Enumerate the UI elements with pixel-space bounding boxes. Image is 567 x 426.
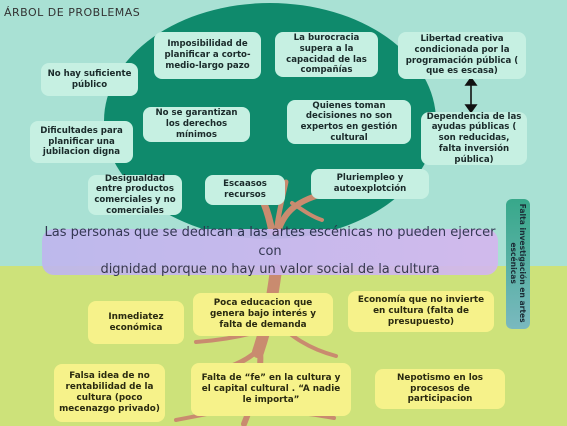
central-problem-line-1: Las personas que se dedican a las artes … [44, 224, 496, 259]
side-note-label: Falta investigación en artes escénicas [509, 203, 528, 323]
cause-card-6: Nepotismo en los procesos de participaci… [375, 369, 505, 409]
side-note-box [506, 199, 530, 329]
central-problem: Las personas que se dedican a las artes … [42, 225, 498, 277]
effect-card-2: Imposibilidad de planificar a corto-medi… [154, 32, 261, 79]
cause-card-3: Economía que no invierte en cultura (fal… [348, 291, 494, 332]
effect-card-1: No hay suficiente público [41, 63, 138, 96]
effect-card-8: Dependencia de las ayudas públicas ( son… [421, 112, 527, 165]
cause-card-1: Inmediatez económica [88, 301, 184, 344]
central-problem-line-2: dignidad porque no hay un valor social d… [100, 262, 440, 278]
cause-card-4: Falsa idea de no rentabilidad de la cult… [54, 364, 165, 422]
effect-card-9: Desigualdad entre productos comerciales … [88, 174, 182, 216]
effect-card-4: Libertad creativa condicionada por la pr… [398, 32, 526, 79]
double-arrow-icon [464, 76, 478, 114]
effect-card-7: Quienes toman decisiones no son expertos… [287, 100, 411, 144]
effect-card-5: Dificultades para planificar una jubilac… [30, 121, 133, 163]
effect-card-3: La burocracia supera a la capacidad de l… [275, 32, 378, 77]
effect-card-6: No se garantizan los derechos mínimos [143, 107, 250, 142]
effect-card-11: Pluriempleo y autoexplotción [311, 169, 429, 199]
cause-card-2: Poca educacion que genera bajo interés y… [193, 293, 333, 336]
cause-card-5: Falta de “fe” en la cultura y el capital… [191, 363, 351, 416]
effect-card-10: Escaasos recursos [205, 175, 285, 205]
diagram-title: ÁRBOL DE PROBLEMAS [4, 6, 141, 19]
